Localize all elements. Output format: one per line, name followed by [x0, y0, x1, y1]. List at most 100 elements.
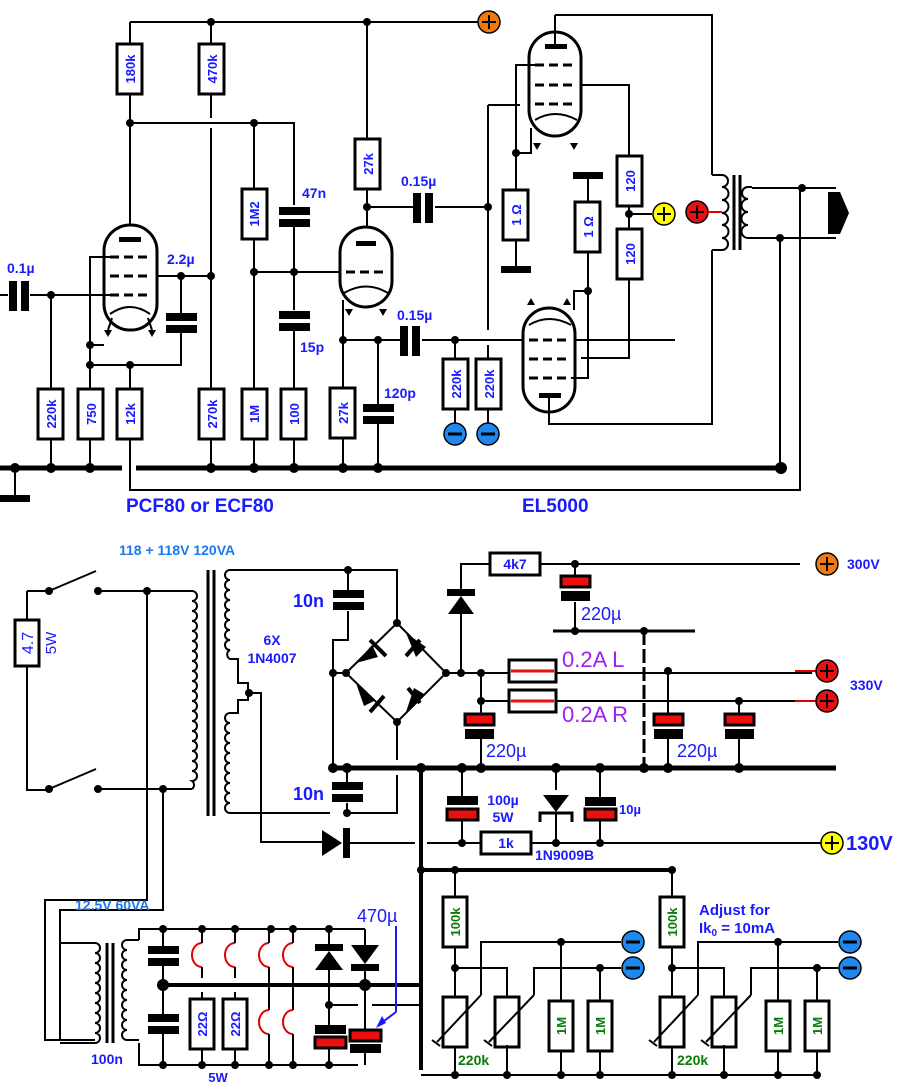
amplifier-section: 180k 470k 1M2 47n 15p	[0, 10, 849, 517]
terminal-blue-bias1	[443, 422, 467, 446]
label-100k-a: 100k	[448, 907, 463, 937]
resistor-4k7	[488, 551, 542, 577]
resistor-100	[279, 387, 308, 441]
label-300v: 300V	[847, 556, 880, 572]
label-adjust-line1: Adjust for	[699, 902, 770, 919]
terminal-red-b-plus	[685, 200, 709, 224]
label-220u-mid: 220µ	[486, 741, 526, 761]
resistor-1M-d	[803, 999, 831, 1053]
resistor-27k-cathode	[328, 386, 357, 440]
mains-switch-top[interactable]	[48, 570, 97, 592]
resistor-750	[76, 387, 105, 441]
label-mains-transformer: 118 + 118V 120VA	[119, 542, 235, 558]
label-120-b: 120	[623, 243, 638, 265]
label-0.1u: 0.1µ	[7, 260, 35, 276]
terminal-red-330v-L	[815, 659, 839, 683]
resistor-22ohm-b	[221, 997, 249, 1051]
label-270k: 270k	[205, 399, 220, 429]
label-100u: 100µ	[487, 792, 518, 808]
label-130v: 130V	[846, 833, 893, 855]
label-100k-b: 100k	[665, 907, 680, 937]
label-1M-d: 1M	[810, 1017, 825, 1035]
terminal-blue-bias-a2	[621, 956, 645, 980]
resistor-1M-b	[586, 999, 614, 1053]
diode-bridge	[344, 619, 450, 726]
tube-pcf80	[102, 223, 159, 337]
mains-switch-bottom[interactable]	[48, 768, 97, 790]
terminal-blue-bias-b1	[838, 930, 862, 954]
label-47n: 47n	[302, 185, 326, 201]
label-1M2: 1M2	[247, 201, 262, 226]
label-heater-transformer: 12.5V 60VA	[75, 897, 149, 913]
label-220k-bias2: 220k	[482, 369, 497, 399]
diode-130v	[322, 830, 342, 856]
label-1M: 1M	[247, 405, 262, 423]
label-fuse-R: 0.2A R	[562, 702, 628, 727]
label-output-tube: EL5000	[522, 496, 589, 517]
label-4k7: 4k7	[503, 556, 527, 572]
label-4.7: 4.7	[20, 632, 37, 654]
label-10n-top: 10n	[293, 591, 324, 611]
power-supply-section: 118 + 118V 120VA 4.7 5W 6X 1N4007	[13, 542, 893, 1085]
label-10u: 10µ	[619, 802, 641, 817]
resistor-1k	[479, 830, 533, 856]
label-5W: 5W	[43, 631, 60, 654]
resistor-220k-bias1	[441, 357, 470, 411]
label-bridge-1n4007: 1N4007	[247, 650, 296, 666]
trimmer-220k-b1[interactable]	[658, 995, 686, 1049]
label-1M-a: 1M	[554, 1017, 569, 1035]
label-22ohm-a: 22Ω	[195, 1012, 210, 1037]
resistor-270k	[197, 387, 226, 441]
label-27k-plate: 27k	[361, 152, 376, 174]
terminal-orange-top	[477, 10, 501, 34]
label-220k-bias1: 220k	[449, 369, 464, 399]
label-100: 100	[287, 403, 302, 425]
label-0.15u-bot: 0.15µ	[397, 307, 432, 323]
label-120-a: 120	[623, 170, 638, 192]
label-zener: 1N9009B	[535, 847, 594, 863]
zener-diode	[543, 795, 569, 812]
tube-el5000-top	[527, 15, 583, 150]
label-120p: 120p	[384, 385, 416, 401]
resistor-1ohm-b	[573, 200, 602, 254]
resistor-470k	[197, 42, 226, 96]
terminal-blue-bias2	[476, 422, 500, 446]
resistor-100k-a	[441, 895, 469, 949]
resistor-22ohm-a	[188, 997, 216, 1051]
label-220k-grid: 220k	[44, 399, 59, 429]
label-driver-tube: PCF80 or ECF80	[126, 496, 274, 517]
label-adjust-line2: Ik0 = 10mA	[699, 920, 775, 939]
label-1ohm-a: 1 Ω	[509, 204, 524, 225]
label-1ohm-b: 1 Ω	[581, 216, 596, 237]
resistor-180k	[115, 42, 144, 96]
terminal-orange-300v	[815, 552, 839, 576]
resistor-1M-c	[764, 999, 792, 1053]
resistor-1M2	[240, 187, 269, 241]
resistor-100k-b	[658, 895, 686, 949]
label-fuse-L: 0.2A L	[562, 647, 624, 672]
speaker-icon	[828, 192, 849, 234]
label-adjust-value: = 10mA	[717, 920, 775, 937]
output-transformer	[712, 174, 849, 468]
resistor-220k-bias2	[474, 357, 503, 411]
terminal-blue-bias-b2	[838, 956, 862, 980]
mains-transformer	[189, 569, 350, 843]
label-180k: 180k	[123, 54, 138, 84]
resistor-220k-grid	[36, 387, 65, 441]
label-12k: 12k	[123, 402, 138, 424]
label-27k-cathode: 27k	[336, 401, 351, 423]
resistor-120-b	[615, 227, 644, 281]
terminal-yellow-130v	[820, 831, 844, 855]
label-220k-trimmer-b: 220k	[677, 1052, 708, 1068]
label-adjust-ik: Ik	[699, 920, 712, 937]
label-10n-bot: 10n	[293, 784, 324, 804]
label-0.15u-top: 0.15µ	[401, 173, 436, 189]
terminal-yellow-screen	[652, 202, 676, 226]
label-470k: 470k	[205, 54, 220, 84]
label-220u-right: 220µ	[677, 741, 717, 761]
tube-stage2	[338, 225, 394, 316]
ground-symbol	[0, 495, 30, 502]
resistor-12k	[115, 387, 144, 441]
label-330v: 330V	[850, 677, 883, 693]
